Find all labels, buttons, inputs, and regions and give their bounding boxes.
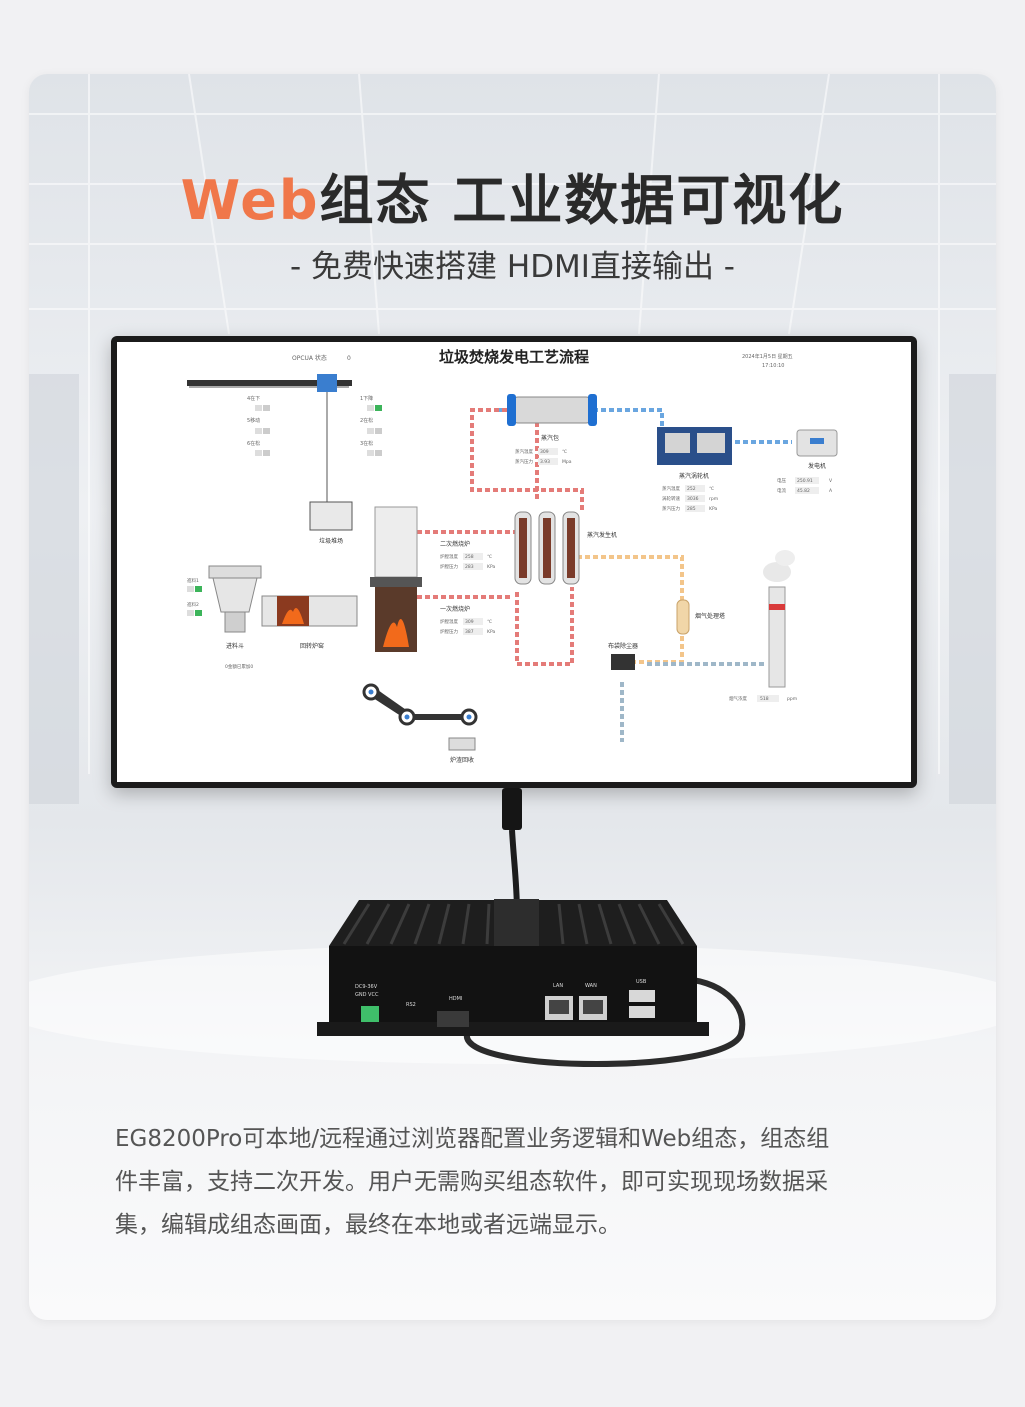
crane-left-3: 6在松: [247, 440, 260, 447]
hot-pipe-bottom: [515, 587, 574, 666]
promo-card: Web组态 工业数据可视化 - 免费快速搭建 HDMI直接输出 - 垃圾焚烧发电…: [29, 74, 996, 1320]
hopper-status-lights: [187, 586, 202, 616]
product-description: EG8200Pro可本地/远程通过浏览器配置业务逻辑和Web组态，组态组 件丰富…: [115, 1118, 935, 1247]
pri-temp-label: 炉膛温度: [440, 618, 458, 625]
steam-generator: [514, 511, 580, 585]
steam-drum-label: 蒸汽包: [541, 434, 559, 442]
rotary-kiln-label: 回转炉窑: [300, 642, 324, 650]
process-flow-diagram: 垃圾焚烧发电工艺流程 OPCUA 状态 0 2024年1月5日 星期五 17:1…: [187, 348, 838, 764]
flue-label: 烟气浓度: [729, 695, 747, 702]
steam-press-unit: Mpa: [562, 459, 572, 465]
steam-temp-label: 蒸汽温度: [515, 448, 533, 455]
crane-status-lights: [255, 405, 382, 456]
crane-left-2: 5移动: [247, 417, 260, 424]
secondary-burner-label: 二次燃烧炉: [440, 540, 470, 548]
gen-voltage-unit: V: [829, 478, 833, 484]
timestamp-date: 2024年1月5日 星期五: [742, 353, 793, 360]
lan-port-label: LAN: [553, 983, 564, 989]
sec-temp-unit: ℃: [487, 554, 492, 560]
hdmi-port-label: HDMI: [449, 996, 463, 1002]
hot-pipe-left: [470, 408, 584, 512]
turbine-press-unit: KPa: [709, 506, 717, 512]
turbine-speed-value: 3036: [687, 496, 699, 502]
opcua-label: OPCUA 状态: [292, 354, 327, 362]
hopper-2-label: 進料2: [187, 601, 199, 608]
garbage-pit-label: 垃圾堆场: [319, 537, 343, 545]
feed-hopper: [208, 565, 262, 633]
turbine-temp-value: 252: [687, 486, 696, 492]
description-line-2: 件丰富，支持二次开发。用户无需购买组态软件，即可实现现场数据采: [115, 1169, 828, 1195]
crane-rail: [187, 374, 352, 502]
flue-gas-tower: [676, 599, 690, 635]
generator-label: 发电机: [808, 462, 826, 470]
monitor: 垃圾焚烧发电工艺流程 OPCUA 状态 0 2024年1月5日 星期五 17:1…: [111, 336, 917, 788]
turbine-press-value: 285: [687, 506, 696, 512]
pri-press-unit: KPa: [487, 629, 495, 635]
turbine-speed-label: 涡轮转速: [662, 495, 680, 502]
primary-burner-label: 一次燃烧炉: [440, 605, 470, 613]
steam-press-value: 3.93: [540, 459, 550, 465]
crane-right-1: 1下降: [360, 395, 373, 402]
dust-collector-label: 布袋除尘器: [608, 642, 638, 650]
timestamp-time: 17:10:10: [762, 363, 784, 369]
title-accent: Web: [180, 169, 320, 232]
dust-collector: [611, 654, 635, 670]
opcua-value: 0: [347, 355, 351, 362]
flue-value: 518: [760, 696, 769, 702]
chimney: [763, 550, 795, 688]
steam-press-label: 蒸汽压力: [515, 458, 533, 465]
flue-gas-label: 烟气处理塔: [695, 612, 725, 620]
crane-left-1: 4在下: [247, 395, 260, 402]
power-port-sublabel: GND VCC: [355, 992, 379, 998]
rs-port-label: RS2: [406, 1002, 416, 1008]
pri-press-value: 387: [465, 629, 474, 635]
steam-generator-label: 蒸汽发生机: [587, 531, 617, 539]
pri-temp-unit: ℃: [487, 619, 492, 625]
flue-unit: ppm: [787, 697, 797, 702]
furnace-tower: [374, 506, 418, 578]
sec-temp-label: 炉膛温度: [440, 553, 458, 560]
gen-voltage-label: 电压: [777, 477, 786, 484]
pri-temp-value: 309: [465, 619, 474, 625]
page-title: Web组态 工业数据可视化: [29, 156, 996, 235]
sec-temp-value: 258: [465, 554, 474, 560]
description-line-3: 集，编辑成组态画面，最终在本地或者远端显示。: [115, 1212, 621, 1238]
wan-port-label: WAN: [585, 983, 597, 989]
pri-press-label: 炉膛压力: [440, 628, 458, 635]
slag-recovery-label: 炉渣回收: [450, 756, 474, 764]
usb-port-label: USB: [636, 979, 647, 985]
garbage-pit: [309, 501, 353, 531]
description-line-1: EG8200Pro可本地/远程通过浏览器配置业务逻辑和Web组态，组态组: [115, 1126, 830, 1152]
hopper-1-label: 進料1: [187, 577, 199, 584]
gen-current-label: 电流: [777, 487, 786, 494]
crane-right-3: 3在松: [360, 440, 373, 447]
gen-voltage-value: 250.91: [797, 478, 813, 484]
gen-current-unit: A: [829, 488, 833, 494]
feed-hopper-label: 进料斗: [226, 642, 244, 650]
turbine-temp-label: 蒸汽温度: [662, 485, 680, 492]
steam-temp-value: 309: [540, 449, 549, 455]
sec-press-value: 283: [465, 564, 474, 570]
steam-pipe-top: [497, 408, 664, 437]
turbine-speed-unit: rpm: [709, 496, 718, 502]
hopper-total-label: 0金額已累加0: [225, 663, 253, 670]
sec-press-label: 炉膛压力: [440, 563, 458, 570]
diagram-title: 垃圾焚烧发电工艺流程: [439, 348, 589, 366]
edge-gateway-device: [317, 899, 709, 1036]
turbine-press-label: 蒸汽压力: [662, 505, 680, 512]
page-subtitle: - 免费快速搭建 HDMI直接输出 -: [289, 249, 735, 285]
turbine-label: 蒸汽涡轮机: [679, 472, 709, 480]
title-rest: 组态 工业数据可视化: [319, 169, 845, 232]
monitor-screen: 垃圾焚烧发电工艺流程 OPCUA 状态 0 2024年1月5日 星期五 17:1…: [117, 342, 911, 782]
crane-right-2: 2在松: [360, 417, 373, 424]
power-port-label: DC9-36V: [355, 984, 378, 990]
slag-conveyor: [362, 683, 478, 751]
turbine-temp-unit: ℃: [709, 486, 714, 492]
steam-temp-unit: ℃: [562, 449, 567, 455]
sec-press-unit: KPa: [487, 564, 495, 570]
gen-current-value: 45.82: [797, 488, 810, 494]
